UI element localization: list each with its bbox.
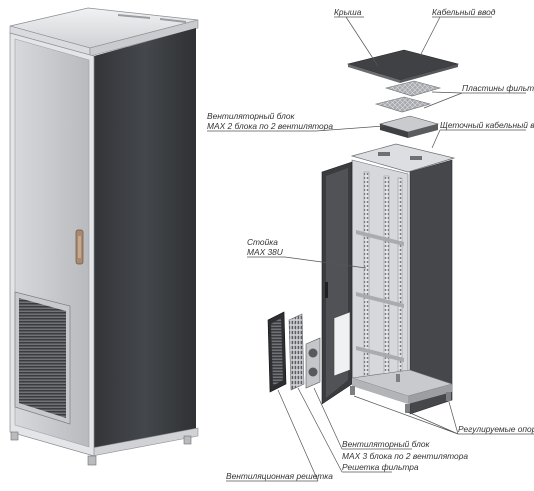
door-handle-grip xyxy=(78,236,81,258)
cabinet-foot-back-right xyxy=(183,435,192,445)
frame-bottom-front xyxy=(352,378,408,404)
label-ventilation-grille: Вентиляционная решетка xyxy=(226,471,333,481)
adjustable-foot-2 xyxy=(405,404,410,413)
adjustable-foot-3 xyxy=(446,392,451,401)
exploded-view xyxy=(267,49,460,415)
frame-top xyxy=(350,143,456,173)
label-adjustable-feet: Регулируемые опоры xyxy=(458,424,534,434)
bottom-fan-2 xyxy=(308,367,318,377)
filter-plate-1 xyxy=(384,80,442,97)
exploded-roof-edge xyxy=(348,64,400,83)
exploded-roof-edge-side xyxy=(400,64,458,83)
label-filter-grille: Решетка фильтра xyxy=(342,462,419,472)
label-filter-plates: Пластины фильтра xyxy=(462,83,534,93)
leader-lines xyxy=(207,16,534,482)
label-rack-1: Стойка xyxy=(247,237,278,247)
label-brush-cable-entry: Щеточный кабельный ввод xyxy=(440,120,534,130)
louver-slats xyxy=(19,298,66,418)
roof-vent-slot-1 xyxy=(118,14,150,19)
label-fan-unit-top-1: Вентиляторный блок xyxy=(207,111,296,121)
label-fan-unit-top-2: MAX 2 блока по 2 вентилятора xyxy=(207,121,333,131)
exploded-roof-plate xyxy=(346,49,460,81)
adjustable-foot-4 xyxy=(396,374,400,382)
cabinet-side-panel xyxy=(94,28,196,452)
door-lock xyxy=(325,282,328,298)
top-fan-unit-side xyxy=(408,124,438,138)
roof-vent-slot-2 xyxy=(160,18,186,23)
assembled-cabinet xyxy=(9,7,199,466)
label-cable-entry: Кабельный ввод xyxy=(432,7,496,17)
bottom-fan-1 xyxy=(308,348,318,358)
cabinet-foot-front-left xyxy=(10,431,19,441)
rack-shelf-1 xyxy=(356,230,404,246)
rack-shelf-2 xyxy=(356,292,404,308)
filter-plate-2 xyxy=(374,96,432,113)
ventilation-grille-slots xyxy=(271,318,283,386)
callout-labels: Крыша Кабельный ввод Пластины фильтра Ве… xyxy=(207,7,534,481)
cabinet-foot-front-right xyxy=(87,455,97,466)
door-vent-window xyxy=(333,311,351,377)
bottom-fan-unit xyxy=(305,337,321,389)
frame-top-opening-1 xyxy=(378,152,390,156)
top-fan-unit-front xyxy=(380,124,408,138)
label-roof: Крыша xyxy=(334,7,362,17)
side-top-rail xyxy=(89,19,199,57)
filter-grille-panel xyxy=(288,313,305,391)
label-rack-2: MAX 38U xyxy=(247,247,284,257)
frame-top-opening-2 xyxy=(410,156,422,160)
rack-shelf-3 xyxy=(356,346,404,362)
frame-bottom-side xyxy=(408,384,452,404)
adjustable-foot-1 xyxy=(350,386,355,395)
frame-side-panel xyxy=(409,159,453,415)
label-fan-unit-bottom-1: Вентиляторный блок xyxy=(342,439,431,449)
label-fan-unit-bottom-2: MAX 3 блока по 2 вентилятора xyxy=(342,451,468,461)
